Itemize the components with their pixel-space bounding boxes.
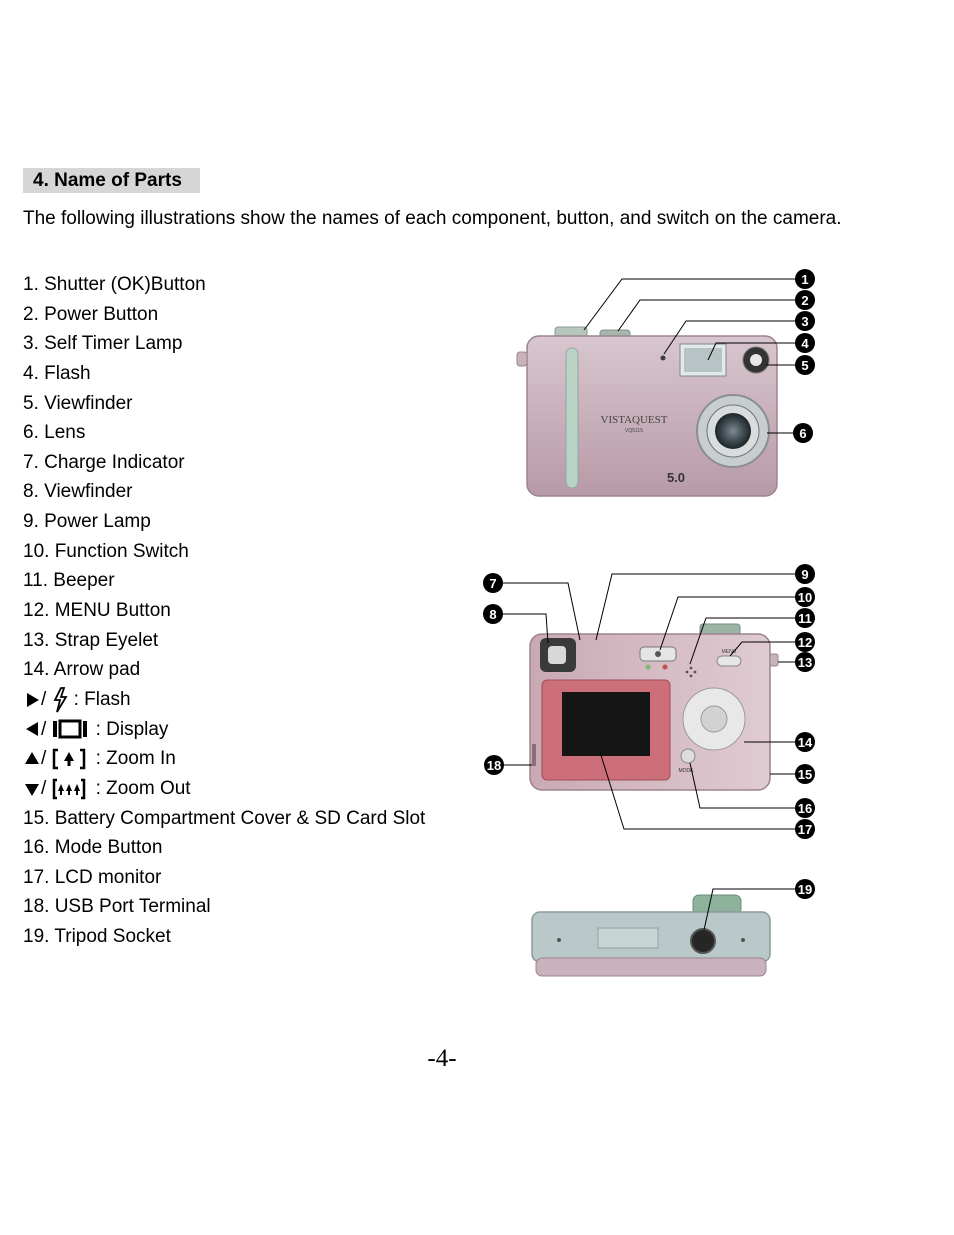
list-item: 2. Power Button bbox=[23, 303, 159, 325]
svg-text:15: 15 bbox=[798, 767, 812, 782]
menu-label: MENU bbox=[722, 649, 737, 655]
flash-bolt-icon bbox=[53, 686, 68, 713]
svg-text:2: 2 bbox=[801, 293, 808, 308]
callout-18: 18 bbox=[484, 755, 504, 775]
list-item: 4. Flash bbox=[23, 362, 91, 384]
callout-3: 3 bbox=[795, 311, 815, 331]
list-item: 9. Power Lamp bbox=[23, 511, 151, 533]
callout-5: 5 bbox=[795, 355, 815, 375]
svg-text:3: 3 bbox=[801, 314, 808, 329]
callout-17: 17 bbox=[795, 819, 815, 839]
callout-10: 10 bbox=[795, 587, 815, 607]
up-arrow-icon bbox=[25, 752, 39, 765]
list-item: 13. Strap Eyelet bbox=[23, 629, 159, 651]
list-item: 10. Function Switch bbox=[23, 540, 189, 562]
parts-list: 1. Shutter (OK)Button 2. Power Button 3.… bbox=[23, 270, 425, 952]
section-heading: 4. Name of Parts bbox=[23, 168, 200, 193]
camera-illustrations: VISTAQUEST VQ5115 5.0 MENU MODE bbox=[483, 269, 815, 977]
callout-13: 13 bbox=[795, 652, 815, 672]
callout-8: 8 bbox=[483, 604, 503, 624]
page-number: -4- bbox=[427, 1045, 457, 1072]
callout-14: 14 bbox=[795, 732, 815, 752]
svg-text:19: 19 bbox=[798, 882, 812, 897]
arrow-row-zoom-out: / : Zoom Out bbox=[23, 774, 425, 804]
camera-back-view: MENU MODE bbox=[529, 623, 779, 791]
camera-model-text: VQ5115 bbox=[625, 428, 643, 434]
list-item: 7. Charge Indicator bbox=[23, 451, 185, 473]
list-item: 3. Self Timer Lamp bbox=[23, 333, 183, 355]
arrow-function-label: : Display bbox=[95, 718, 169, 740]
camera-bottom-view bbox=[531, 894, 771, 977]
svg-text:11: 11 bbox=[798, 611, 812, 626]
callout-4: 4 bbox=[795, 333, 815, 353]
zoom-out-icon bbox=[52, 778, 85, 799]
svg-text:7: 7 bbox=[489, 576, 496, 591]
list-item: 6. Lens bbox=[23, 422, 86, 444]
svg-text:5: 5 bbox=[801, 358, 808, 373]
callout-19: 19 bbox=[795, 879, 815, 899]
arrow-row-display: / : Display bbox=[23, 715, 425, 745]
callout-16: 16 bbox=[795, 798, 815, 818]
zoom-in-icon bbox=[52, 748, 85, 770]
list-item: 8. Viewfinder bbox=[23, 481, 133, 503]
self-timer-lamp-shape bbox=[660, 355, 666, 361]
list-item: 16. Mode Button bbox=[23, 837, 163, 859]
svg-text:12: 12 bbox=[798, 635, 812, 650]
down-arrow-icon bbox=[25, 783, 39, 796]
callout-1: 1 bbox=[795, 269, 815, 289]
strap-eyelet-shape bbox=[516, 351, 528, 367]
arrow-function-label: : Zoom In bbox=[95, 748, 176, 770]
intro-paragraph: The following illustrations show the nam… bbox=[23, 208, 842, 229]
svg-text:14: 14 bbox=[798, 735, 813, 750]
callout-12: 12 bbox=[795, 632, 815, 652]
list-item: 19. Tripod Socket bbox=[23, 926, 171, 948]
svg-text:16: 16 bbox=[798, 801, 812, 816]
arrow-row-zoom-in: / : Zoom In bbox=[23, 744, 425, 774]
left-arrow-icon bbox=[26, 722, 38, 737]
callout-11: 11 bbox=[795, 608, 815, 628]
camera-brand-text: VISTAQUEST bbox=[601, 414, 668, 426]
svg-text:8: 8 bbox=[489, 607, 496, 622]
display-icon bbox=[52, 719, 87, 739]
arrow-function-label: : Flash bbox=[73, 688, 131, 710]
arrow-function-label: : Zoom Out bbox=[95, 777, 191, 799]
callout-9: 9 bbox=[795, 564, 815, 584]
svg-text:13: 13 bbox=[798, 655, 812, 670]
list-item: 15. Battery Compartment Cover & SD Card … bbox=[23, 807, 426, 829]
callout-2: 2 bbox=[795, 290, 815, 310]
megapixel-label: 5.0 bbox=[667, 470, 685, 485]
mode-label: MODE bbox=[679, 768, 695, 774]
list-item: 11. Beeper bbox=[23, 570, 115, 592]
svg-text:9: 9 bbox=[801, 567, 808, 582]
list-item: 14. Arrow pad bbox=[23, 659, 141, 681]
callout-15: 15 bbox=[795, 764, 815, 784]
list-item: 12. MENU Button bbox=[23, 600, 171, 622]
list-item: 1. Shutter (OK)Button bbox=[23, 274, 206, 295]
camera-front-view: VISTAQUEST VQ5115 5.0 bbox=[516, 326, 778, 497]
svg-text:17: 17 bbox=[798, 822, 812, 837]
svg-text:1: 1 bbox=[801, 272, 808, 287]
callout-6: 6 bbox=[793, 423, 813, 443]
svg-text:6: 6 bbox=[799, 426, 806, 441]
right-arrow-icon bbox=[27, 692, 39, 707]
svg-text:10: 10 bbox=[798, 590, 812, 605]
callout-lines bbox=[503, 278, 796, 931]
arrow-row-flash: / : Flash bbox=[23, 685, 425, 715]
callout-7: 7 bbox=[483, 573, 503, 593]
svg-text:18: 18 bbox=[487, 758, 501, 773]
list-item: 18. USB Port Terminal bbox=[23, 896, 211, 918]
callout-markers: 1 2 3 4 5 6 7 8 9 10 11 12 13 14 15 16 1… bbox=[483, 269, 815, 899]
svg-text:4: 4 bbox=[801, 336, 809, 351]
list-item: 17. LCD monitor bbox=[23, 866, 162, 888]
list-item: 5. Viewfinder bbox=[23, 392, 133, 414]
